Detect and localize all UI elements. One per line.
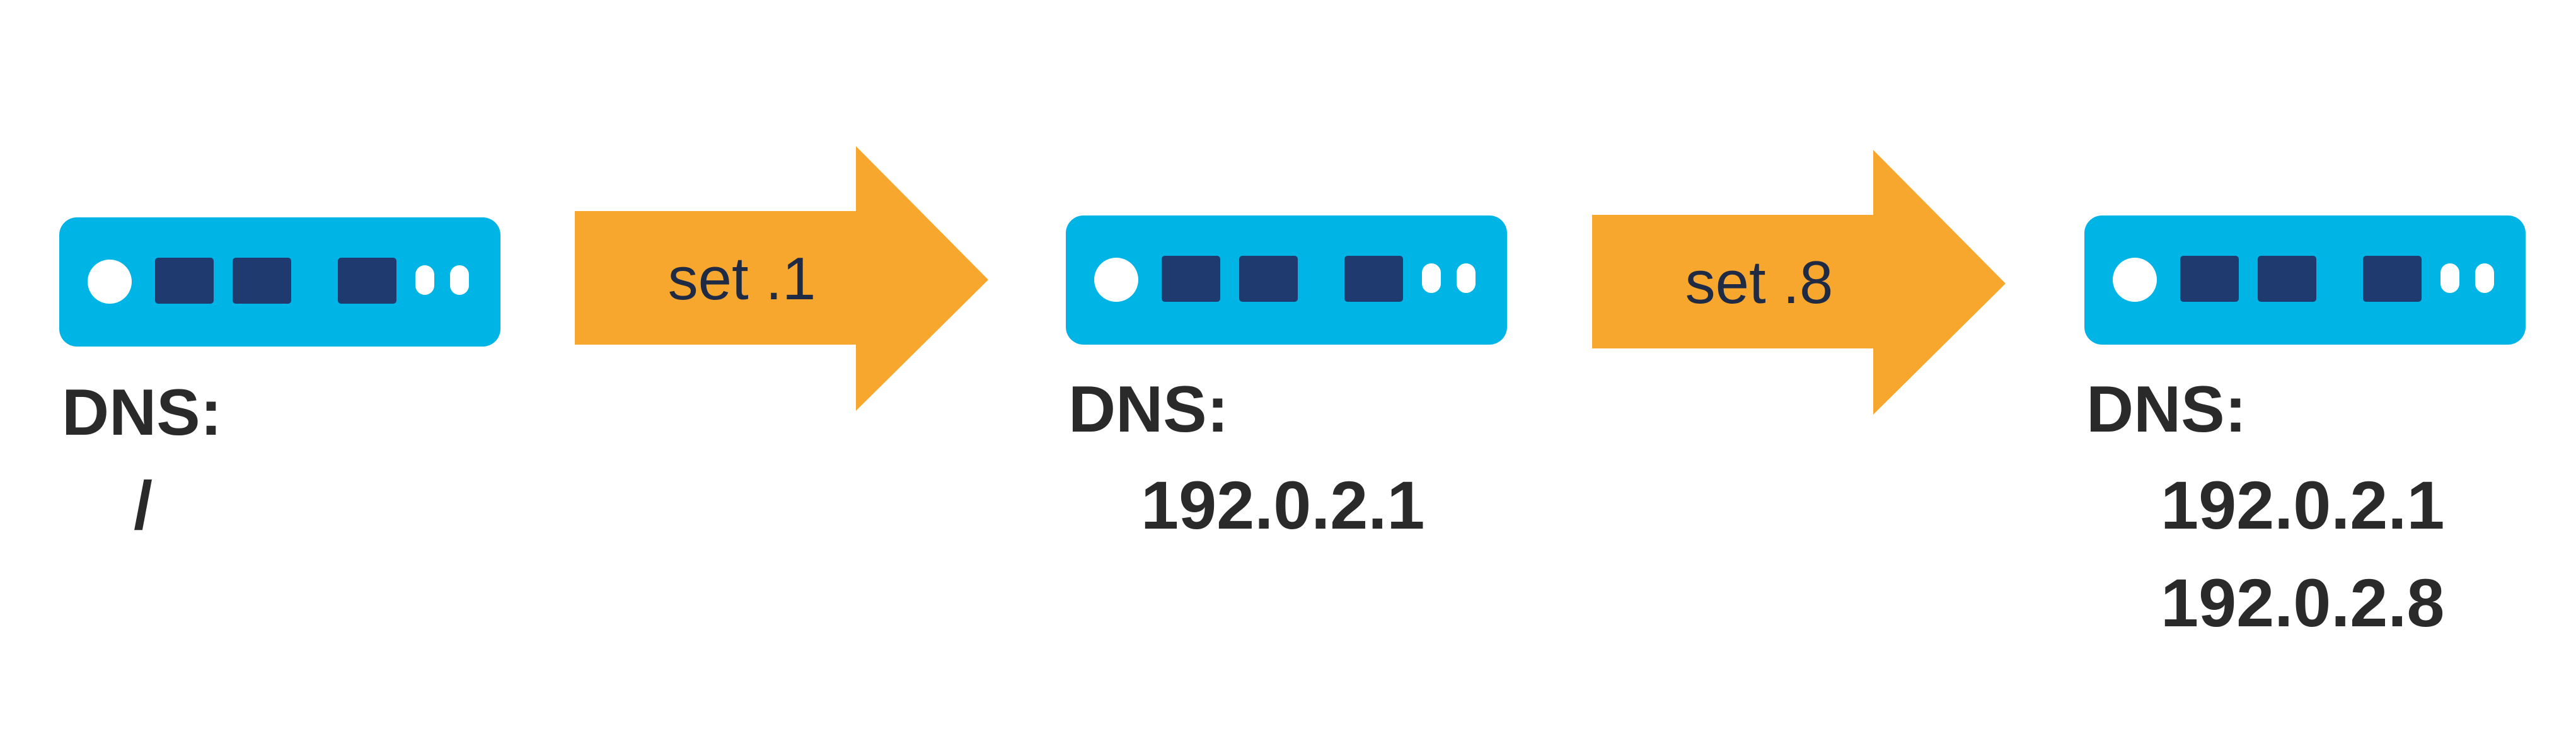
port-icon [1344, 256, 1403, 302]
right-arrow-icon [575, 146, 988, 411]
dns-label-3: DNS: [2086, 373, 2247, 446]
indicator-icon [2475, 263, 2494, 293]
arrow-shape [1592, 150, 2006, 415]
port-icon [1162, 256, 1220, 302]
right-arrow-icon [1592, 150, 2006, 415]
status-led-icon [88, 260, 132, 304]
dns-server-1: 192.0.2.1 [2161, 467, 2445, 543]
port-icon [233, 258, 291, 304]
port-icon [338, 258, 396, 304]
indicator-icon [2440, 263, 2459, 293]
network-device-2 [1066, 215, 1507, 345]
status-led-icon [2113, 258, 2157, 302]
arrow-shape [575, 146, 988, 411]
dns-label-2: DNS: [1068, 373, 1229, 446]
dns-server-empty: / [134, 467, 153, 543]
dns-label-1: DNS: [62, 376, 222, 449]
indicator-icon [1422, 263, 1441, 293]
dns-server-8: 192.0.2.8 [2161, 565, 2445, 641]
indicator-icon [415, 265, 434, 295]
status-led-icon [1094, 258, 1138, 302]
indicator-icon [450, 265, 469, 295]
arrow-set-8: set .8 [1592, 150, 2008, 415]
indicator-icon [1457, 263, 1476, 293]
dns-server-1: 192.0.2.1 [1141, 467, 1425, 543]
network-device-1 [59, 217, 500, 347]
port-icon [1239, 256, 1298, 302]
port-icon [155, 258, 214, 304]
port-icon [2258, 256, 2316, 302]
port-icon [2180, 256, 2239, 302]
arrow-label-1: set .1 [667, 245, 816, 313]
arrow-set-1: set .1 [575, 146, 991, 411]
port-icon [2363, 256, 2422, 302]
network-device-3 [2084, 215, 2526, 345]
arrow-label-2: set .8 [1685, 249, 1834, 316]
